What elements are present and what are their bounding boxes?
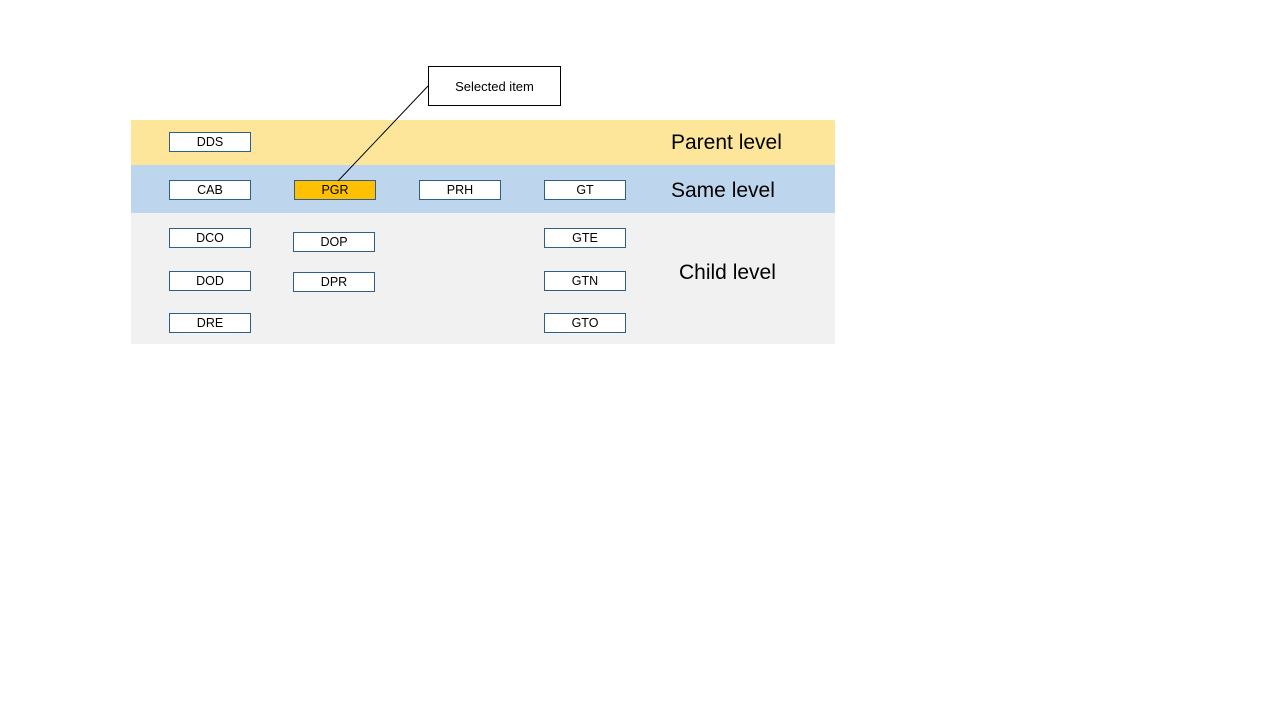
node-dod[interactable]: DOD: [169, 271, 251, 291]
node-gt[interactable]: GT: [544, 180, 626, 200]
selected-item-callout: Selected item: [428, 66, 561, 106]
node-dds[interactable]: DDS: [169, 132, 251, 152]
node-dop[interactable]: DOP: [293, 232, 375, 252]
callout-text: Selected item: [455, 78, 534, 94]
node-dpr[interactable]: DPR: [293, 272, 375, 292]
child-level-label: Child level: [679, 261, 776, 284]
node-prh[interactable]: PRH: [419, 180, 501, 200]
parent-level-label: Parent level: [671, 131, 782, 154]
node-cab[interactable]: CAB: [169, 180, 251, 200]
node-gte[interactable]: GTE: [544, 228, 626, 248]
same-level-label: Same level: [671, 179, 775, 202]
node-gtn[interactable]: GTN: [544, 271, 626, 291]
node-pgr-selected[interactable]: PGR: [294, 180, 376, 200]
node-dre[interactable]: DRE: [169, 313, 251, 333]
node-dco[interactable]: DCO: [169, 228, 251, 248]
node-gto[interactable]: GTO: [544, 313, 626, 333]
